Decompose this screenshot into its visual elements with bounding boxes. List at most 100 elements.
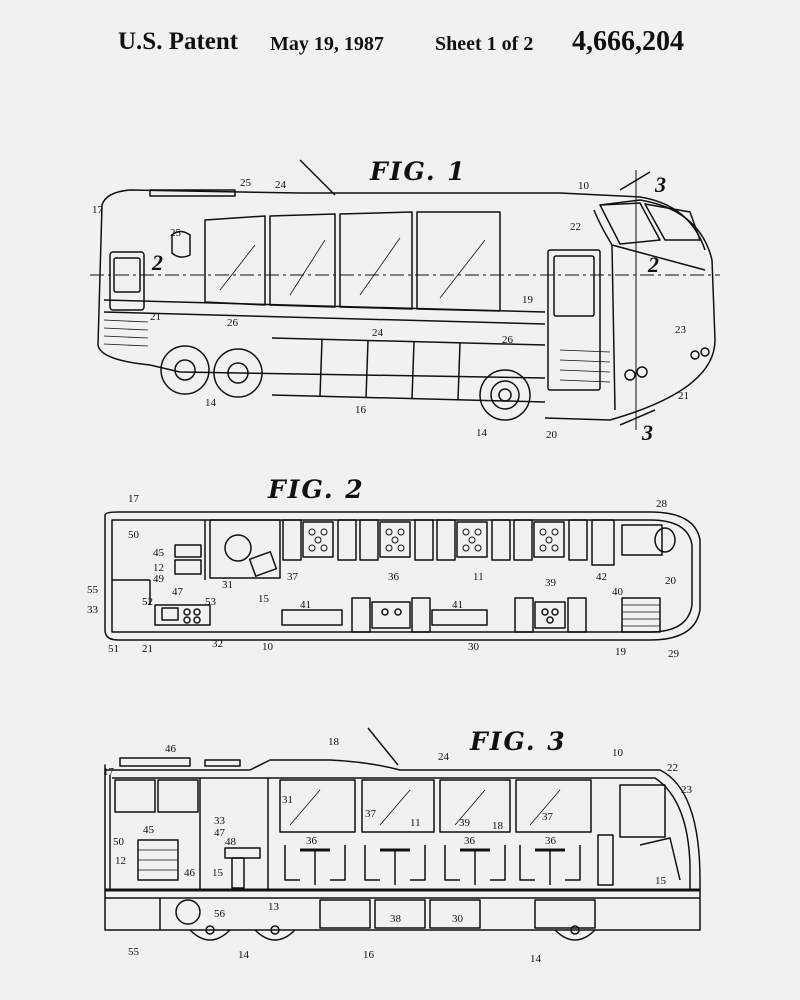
fig3-side-section-drawing: 46 18 24 10 17 22 23 31 33 47 45 48 50 1… <box>103 727 701 965</box>
fig2-upper-seating-booths <box>282 519 588 561</box>
fig3-ref: 36 <box>306 835 318 847</box>
fig1-ref: 22 <box>570 221 581 233</box>
fig1-ref: 10 <box>578 180 590 192</box>
fig3-ref: 18 <box>492 820 504 832</box>
fig2-ref: 52 <box>142 596 153 608</box>
fig1-ref: 24 <box>275 179 287 191</box>
fig3-ref: 30 <box>452 913 464 925</box>
fig2-ref: 31 <box>222 579 233 591</box>
fig1-ref: 24 <box>372 327 384 339</box>
fig3-ref: 46 <box>184 867 196 879</box>
fig3-ref: 50 <box>113 836 125 848</box>
fig2-ref: 10 <box>262 641 274 653</box>
fig1-ref: 19 <box>522 294 534 306</box>
fig2-ref: 47 <box>172 586 184 598</box>
patent-header: U.S. Patent May 19, 1987 Sheet 1 of 2 4,… <box>0 26 800 68</box>
fig2-ref: 41 <box>452 599 463 611</box>
fig2-ref: 12 <box>153 562 164 574</box>
fig1-ref: 25 <box>170 227 182 239</box>
fig2-ref: 21 <box>142 643 153 655</box>
fig1-label: FIG. 1 <box>370 157 467 186</box>
fig3-ref: 38 <box>390 913 402 925</box>
fig1-ref: 21 <box>678 390 689 402</box>
fig3-ref: 18 <box>328 736 340 748</box>
fig3-ref: 56 <box>214 908 226 920</box>
fig1-ref: 25 <box>240 177 252 189</box>
fig2-ref: 32 <box>212 638 223 650</box>
patent-number: 4,666,204 <box>572 26 684 57</box>
fig2-ref: 39 <box>545 577 557 589</box>
fig1-ref: 21 <box>150 311 161 323</box>
fig3-ref: 16 <box>363 949 375 961</box>
fig1-ref: 16 <box>355 404 367 416</box>
fig3-reference-numerals: 46 18 24 10 17 22 23 31 33 47 45 48 50 1… <box>103 736 693 965</box>
fig1-ref: 20 <box>546 429 558 441</box>
fig3-ref: 37 <box>542 811 554 823</box>
fig2-ref: 33 <box>87 604 99 616</box>
fig3-ref: 55 <box>128 946 140 958</box>
fig2-ref: 20 <box>665 575 677 587</box>
sheet-number: Sheet 1 of 2 <box>435 33 534 55</box>
fig1-ref: 14 <box>205 397 217 409</box>
fig3-ref: 22 <box>667 762 678 774</box>
fig2-ref: 36 <box>388 571 400 583</box>
fig3-ref: 39 <box>459 817 471 829</box>
fig1-ref: 14 <box>476 427 488 439</box>
fig1-ref: 2 <box>647 252 659 277</box>
fig3-ref: 46 <box>165 743 177 755</box>
fig2-floor-plan-drawing: 17 28 50 45 12 49 47 31 37 36 11 39 42 5… <box>87 493 701 660</box>
fig3-ref: 14 <box>238 949 250 961</box>
fig3-ref: 17 <box>103 766 115 778</box>
fig1-ref: 17 <box>92 204 104 216</box>
fig1-reference-numerals: 25 24 10 3 17 22 25 2 2 19 21 26 24 23 2… <box>92 172 689 445</box>
fig3-ref: 31 <box>282 794 293 806</box>
fig2-ref: 17 <box>128 493 140 505</box>
fig3-ref: 48 <box>225 836 237 848</box>
fig2-ref: 42 <box>596 571 607 583</box>
fig2-ref: 28 <box>656 498 668 510</box>
fig3-seats-tables <box>284 845 581 885</box>
fig2-reference-numerals: 17 28 50 45 12 49 47 31 37 36 11 39 42 5… <box>87 493 680 660</box>
fig3-ref: 10 <box>612 747 624 759</box>
fig2-ref: 45 <box>153 547 165 559</box>
fig1-ref: 3 <box>654 172 666 197</box>
fig3-label: FIG. 3 <box>470 727 567 756</box>
fig2-ref: 40 <box>612 586 624 598</box>
fig2-ref: 49 <box>153 573 165 585</box>
fig2-ref: 51 <box>108 643 119 655</box>
fig3-ref: 15 <box>212 867 224 879</box>
fig2-ref: 19 <box>615 646 627 658</box>
fig1-ref: 26 <box>227 317 239 329</box>
fig3-ref: 36 <box>545 835 557 847</box>
fig3-ref: 37 <box>365 808 377 820</box>
fig2-ref: 11 <box>473 571 484 583</box>
fig1-bus-perspective-drawing: 25 24 10 3 17 22 25 2 2 19 21 26 24 23 2… <box>90 159 720 445</box>
fig3-ref: 11 <box>410 817 421 829</box>
fig2-ref: 30 <box>468 641 480 653</box>
patent-date: May 19, 1987 <box>270 33 384 55</box>
fig2-label: FIG. 2 <box>268 475 365 504</box>
fig3-ref: 15 <box>655 875 667 887</box>
fig1-ref: 3 <box>641 420 653 445</box>
fig2-ref: 55 <box>87 584 99 596</box>
fig2-ref: 15 <box>258 593 270 605</box>
fig1-ref: 2 <box>151 250 163 275</box>
fig3-ref: 14 <box>530 953 542 965</box>
fig3-ref: 47 <box>214 827 226 839</box>
fig2-ref: 41 <box>300 599 311 611</box>
fig2-ref: 37 <box>287 571 299 583</box>
fig3-ref: 45 <box>143 824 155 836</box>
fig1-ref: 23 <box>675 324 687 336</box>
fig3-ref: 12 <box>115 855 126 867</box>
fig3-ref: 24 <box>438 751 450 763</box>
fig3-ref: 33 <box>214 815 226 827</box>
fig3-ref: 13 <box>268 901 280 913</box>
fig2-ref: 53 <box>205 596 217 608</box>
fig1-ref: 26 <box>502 334 514 346</box>
fig2-ref: 50 <box>128 529 140 541</box>
patent-label: U.S. Patent <box>118 28 239 55</box>
fig2-ref: 29 <box>668 648 680 660</box>
fig2-table-dots <box>308 528 559 552</box>
fig3-ref: 23 <box>681 784 693 796</box>
